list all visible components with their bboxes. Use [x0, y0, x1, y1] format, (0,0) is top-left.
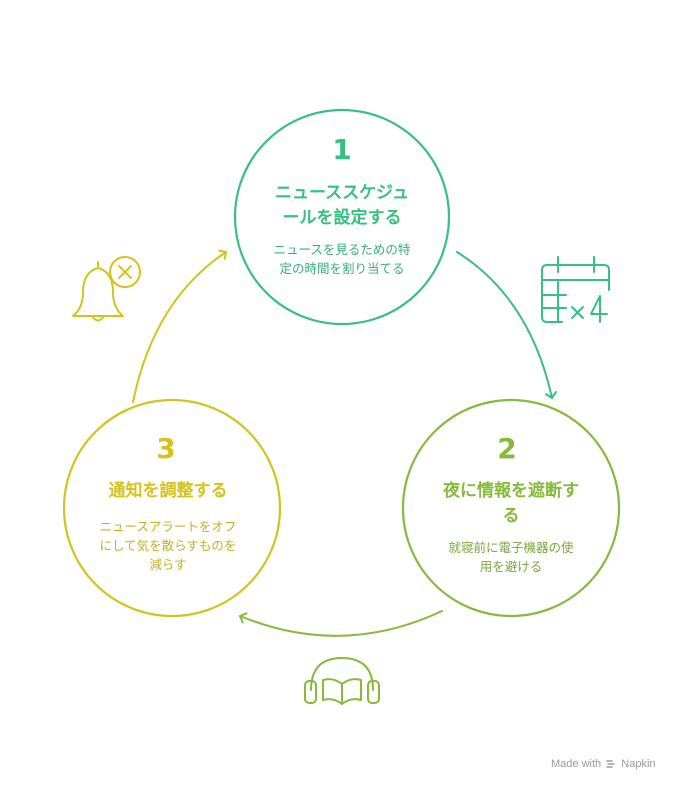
napkin-logo-icon: [606, 760, 615, 768]
step-2-number: 2: [497, 432, 517, 465]
calendar-times-4-icon: [541, 256, 610, 323]
step-1-description: ニュースを見るための特 定の時間を割り当てる: [250, 240, 434, 278]
step-1-title-line-2: ールを設定する: [282, 208, 402, 228]
watermark-brand: Napkin: [621, 758, 656, 770]
step-2-desc-line-2: 用を避ける: [479, 559, 543, 574]
step-2-title-line-2: る: [502, 506, 520, 526]
bell-off-icon: [72, 256, 141, 322]
step-3-circle: [62, 398, 282, 618]
arrow-step-3-to-1: [132, 249, 227, 403]
step-3-desc-line-3: 減らす: [149, 557, 187, 572]
step-2-title-line-1: 夜に情報を遮断す: [443, 481, 579, 501]
step-1-circle: [233, 108, 451, 326]
step-3-description: ニュースアラートをオフ にして気を散らすものを 減らす: [80, 517, 256, 574]
step-1-desc-line-2: 定の時間を割り当てる: [279, 261, 405, 276]
watermark-made-with: Made with: [551, 758, 602, 770]
arrow-step-1-to-2: [456, 251, 557, 399]
step-3-desc-line-2: にして気を散らすものを: [99, 538, 237, 553]
step-2-title: 夜に情報を遮断す る: [416, 479, 606, 529]
step-2-description: 就寝前に電子機器の使 用を避ける: [421, 538, 601, 576]
step-1-desc-line-1: ニュースを見るための特: [273, 242, 411, 257]
step-3-title-line-1: 通知を調整する: [108, 481, 228, 501]
step-2-desc-line-1: 就寝前に電子機器の使: [448, 540, 574, 555]
step-2-circle: [401, 398, 621, 618]
step-1-number: 1: [332, 133, 352, 166]
step-3-desc-line-1: ニュースアラートをオフ: [99, 519, 237, 534]
step-3-number: 3: [156, 432, 176, 465]
arrow-step-2-to-3: [239, 610, 443, 637]
step-1-title: ニューススケジュ ールを設定する: [242, 181, 442, 231]
step-3-title: 通知を調整する: [76, 479, 260, 504]
headphones-book-icon: [304, 657, 380, 705]
napkin-watermark: Made with Napkin: [551, 758, 656, 770]
step-1-title-line-1: ニューススケジュ: [275, 183, 409, 203]
